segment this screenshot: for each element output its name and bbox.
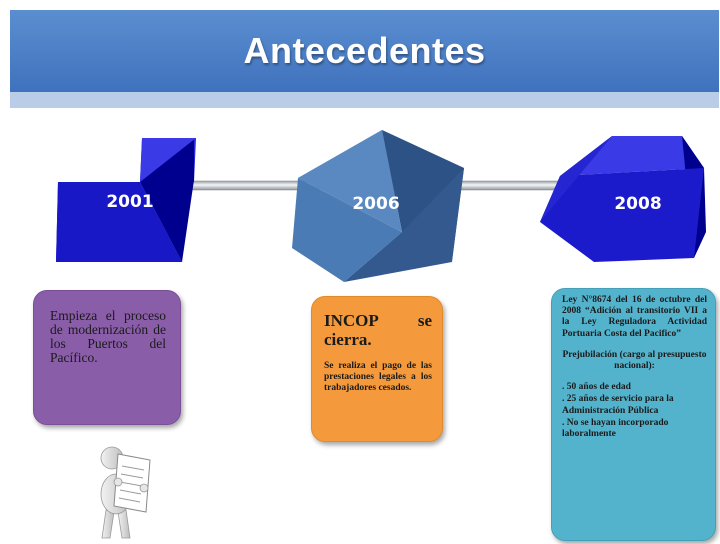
milestone-cube-2001 xyxy=(56,138,196,262)
milestone-card-2001: Empieza el proceso de modernización de l… xyxy=(33,290,181,425)
milestone-2001-text: Empieza el proceso de modernización de l… xyxy=(50,308,166,365)
milestone-card-2008: Ley N°8674 del 16 de octubre del 2008 “A… xyxy=(551,288,716,541)
requirement-item: . No se hayan incorporado laboralmente xyxy=(562,417,669,440)
header-banner xyxy=(10,10,719,92)
requirements-list: . 50 años de edad . 25 años de servicio … xyxy=(562,382,707,440)
prejubilacion-heading: Prejubilación (cargo al presupuesto naci… xyxy=(562,349,707,372)
milestone-2006-body: Se realiza el pago de las prestaciones l… xyxy=(324,361,432,393)
year-label-2006: 2006 xyxy=(352,194,400,214)
milestone-cube-2008 xyxy=(540,136,706,262)
year-label-2001: 2001 xyxy=(106,192,154,212)
year-label-2008: 2008 xyxy=(614,194,662,214)
milestone-cube-2006 xyxy=(292,130,464,282)
page-title: Antecedentes xyxy=(243,30,486,71)
milestone-2006-heading-line2: cierra. xyxy=(324,330,372,349)
requirement-item: . 50 años de edad xyxy=(562,382,631,393)
milestone-2008-law-text: Ley N°8674 del 16 de octubre del 2008 “A… xyxy=(562,295,707,339)
milestone-card-2006: INCOP se cierra. Se realiza el pago de l… xyxy=(311,296,443,442)
milestone-2006-heading-line1: INCOP se xyxy=(324,311,432,330)
presenter-figure-icon xyxy=(100,446,151,539)
requirement-item: . 25 años de servicio para la Administra… xyxy=(562,394,674,416)
header-underline xyxy=(10,92,719,108)
